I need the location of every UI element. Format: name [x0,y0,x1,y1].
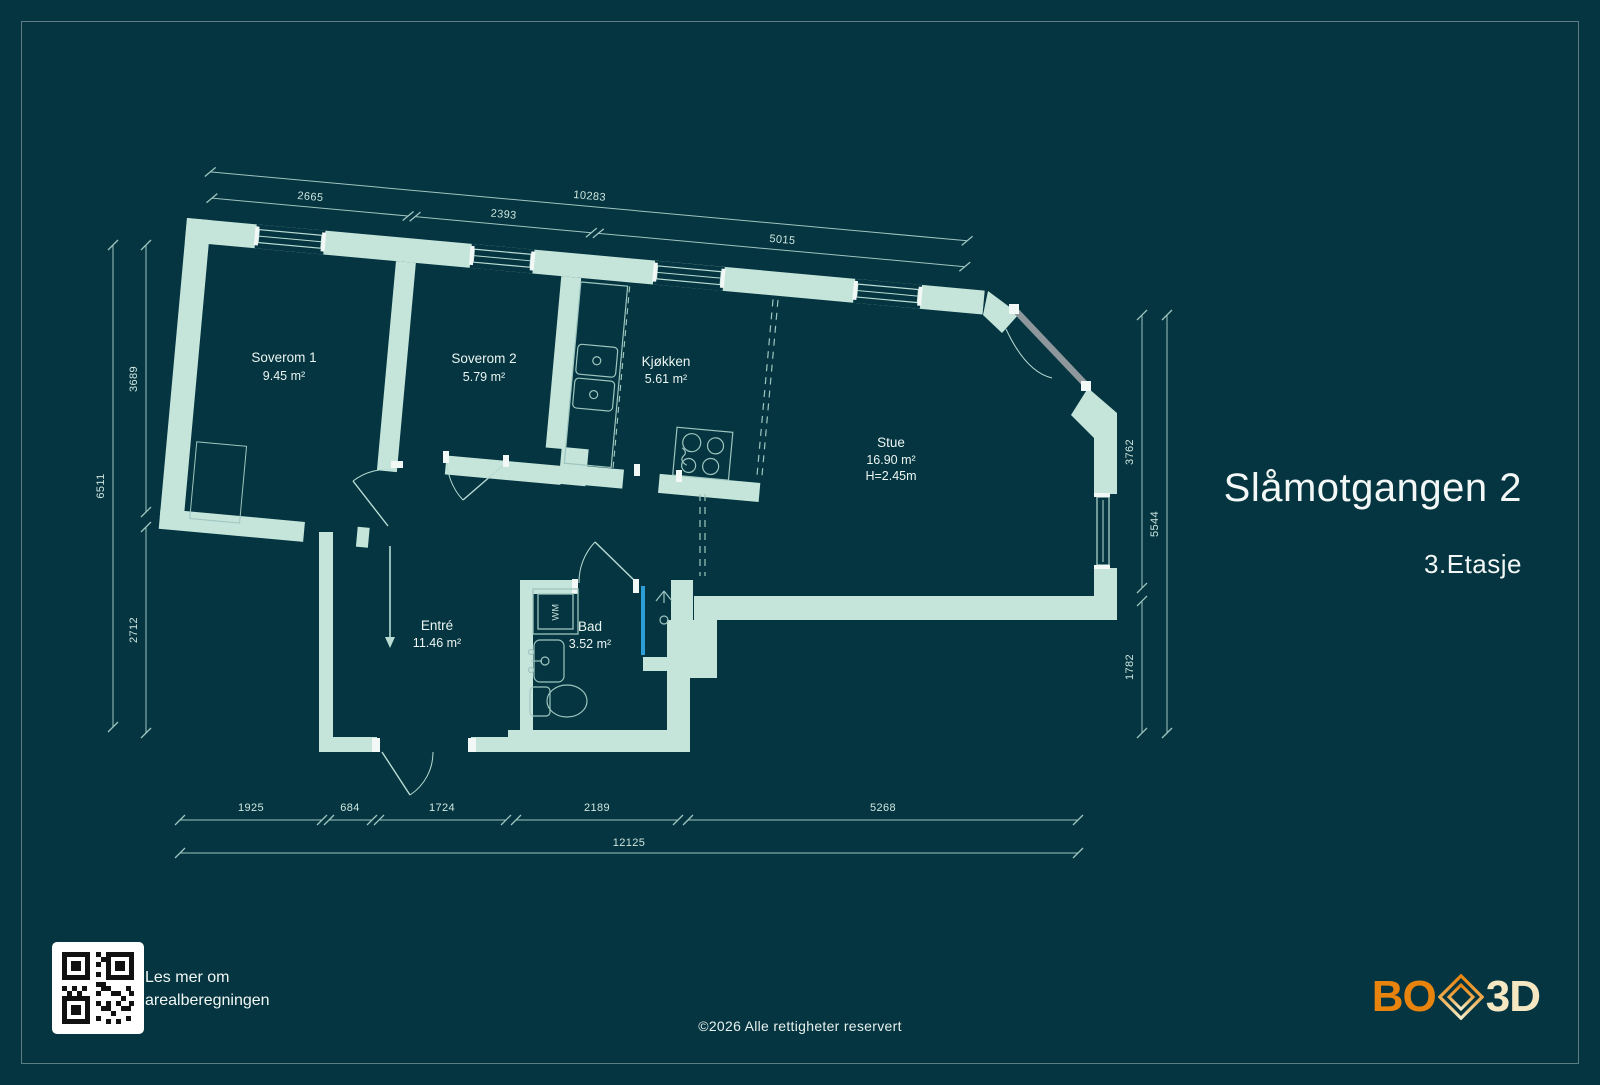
dim-bottom-seg: 2189 [584,802,610,814]
balcony-door-icon [1005,304,1091,391]
window-icon [468,243,536,274]
dim-bottom-seg: 684 [340,802,360,814]
room-area-bad: 3.52 m² [569,637,611,651]
page-title: Slåmotgangen 2 [1223,466,1522,510]
room-area-stue: 16.90 m² [866,453,915,467]
washing-machine-label: WM [550,604,560,621]
shower-drain-icon [659,615,669,625]
dimension-chain-top: 10283 2665 2393 5015 [204,166,973,272]
title-block: Slåmotgangen 2 3.Etasje [1224,466,1522,580]
logo-part-bo: BO [1371,972,1437,1021]
dim-left-overall: 6511 [95,473,107,498]
kitchen-sink-icon [572,377,616,412]
page-border [21,21,1579,1064]
dim-right-seg: 3762 [1124,439,1136,465]
wardrobe-icon [189,441,248,524]
bathroom-sink-icon [527,639,565,683]
door-jamb-caps [372,451,682,752]
sliding-door-icon [385,546,395,648]
window-icon [253,224,327,255]
dim-top-seg: 2665 [297,190,324,204]
room-label-stue: Stue [877,435,905,450]
floor-label: 3.Etasje [1424,549,1522,579]
door-bad [578,541,638,584]
room-labels: Soverom 1 9.45 m² Soverom 2 5.79 m² Kjøk… [251,350,916,651]
room-label-kjokken: Kjøkken [642,354,691,369]
entre-boundary-dashed [699,494,706,576]
logo-part-3d: 3D [1485,972,1541,1021]
dimension-chain-right: 3762 1782 5544 [1124,309,1173,739]
copyright-text: ©2026 Alle rettigheter reservert [698,1018,902,1034]
shower-head-icon [655,590,673,625]
dim-right-seg: 1782 [1124,654,1136,680]
qr-caption-line2: arealberegningen [145,992,270,1009]
qr-pattern-icon [62,952,134,1024]
room-label-soverom1: Soverom 1 [251,350,316,365]
kitchen-fixtures [563,281,734,481]
dim-bottom-seg: 1925 [238,802,264,814]
dim-top-seg: 2393 [490,208,517,222]
dim-left-seg: 3689 [128,366,140,392]
dim-bottom-seg: 1724 [429,802,455,814]
window-icon [852,278,923,309]
dimension-chain-bottom: 1925 684 1724 2189 5268 12125 [174,802,1084,859]
toilet-icon [529,684,588,718]
room-area-kjokken: 5.61 m² [645,372,687,386]
kitchen-sink-icon [575,343,619,378]
dim-top-overall: 10283 [573,189,607,204]
qr-caption: Les mer om arealberegningen [145,966,270,1012]
room-label-bad: Bad [578,619,602,634]
bo3d-logo: BO 3D [1371,972,1541,1022]
door-entrance [381,751,434,796]
washing-machine-icon [532,588,579,635]
door-soverom1 [352,468,397,527]
door-icons [352,456,638,796]
exterior-walls-rotated [158,218,985,548]
room-area-entre: 11.46 m² [413,636,461,650]
dim-right-overall: 5544 [1149,511,1161,537]
bathroom-fixtures: WM [527,586,673,718]
qr-code [52,942,144,1034]
window-icon [652,260,726,291]
dim-bottom-seg: 5268 [870,802,896,814]
room-area-soverom1: 9.45 m² [263,369,305,383]
bo3d-diamond-icon [1437,974,1484,1020]
qr-caption-line1: Les mer om [145,969,230,986]
dim-bottom-overall: 12125 [613,837,646,849]
window-icon-right [1094,493,1117,569]
rotated-wing: 10283 2665 2393 5015 [158,166,985,548]
exterior-walls-right [319,291,1117,752]
stove-icon [672,426,734,481]
dim-left-seg: 2712 [128,617,140,643]
dim-top-seg: 5015 [769,233,796,247]
dimension-chain-left: 6511 3689 2712 [95,239,152,739]
room-area-soverom2: 5.79 m² [463,370,505,384]
room-label-soverom2: Soverom 2 [451,351,516,366]
room-label-entre: Entré [421,618,453,633]
window-icons-top [253,224,923,309]
room-height-stue: H=2.45m [865,469,916,483]
kitchen-boundary-dashed [756,299,779,481]
